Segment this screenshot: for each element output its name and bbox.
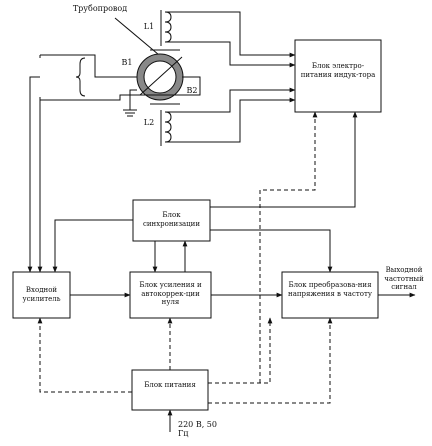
- brace-icon: [76, 58, 85, 96]
- output-signal-label: Выходной частотный сигнал: [384, 266, 424, 291]
- block-power-supply: [132, 370, 208, 410]
- coil-l2-label: L2: [143, 118, 155, 127]
- wire-l1-top: [165, 12, 296, 58]
- electrode-b2-lead: [40, 77, 200, 100]
- wire-l2-top: [165, 87, 296, 112]
- ground-lead: [130, 90, 137, 110]
- electrode-b1-lead: [40, 55, 137, 77]
- pipe-hatch: [140, 57, 182, 95]
- electrode-b1-label: B1: [121, 58, 133, 67]
- block-power-supply-label: Блок питания: [144, 381, 196, 389]
- wire-l2-bottom: [165, 97, 296, 142]
- mains-label: 220 В, 50 Гц: [178, 420, 217, 438]
- block-converter-label: Блок преобразова-ния напряжения в частот…: [288, 281, 372, 298]
- wire-l1-bottom: [165, 42, 296, 68]
- block-input-amp-label: Входной усилитель: [22, 286, 61, 303]
- pipeline-label: Трубопровод: [72, 4, 128, 13]
- coil-l1: [165, 12, 171, 42]
- coil-l1-label: L1: [143, 22, 155, 31]
- wire-sync-to-power: [210, 111, 358, 207]
- wire-b1-input: [27, 77, 40, 273]
- power-to-input: [37, 317, 132, 392]
- power-to-converter-b: [208, 317, 273, 383]
- wire-sync-to-converter: [210, 230, 333, 273]
- electrode-b2-label: B2: [186, 86, 198, 95]
- block-power-inductor: [295, 40, 381, 112]
- power-to-converter: [208, 317, 333, 403]
- block-power-inductor-label: Блок электро-питания индук-тора: [300, 62, 376, 79]
- coil-l2: [165, 112, 171, 142]
- block-amp-autocorr-label: Блок усиления и автокоррек-ции нуля: [139, 281, 202, 306]
- block-sync-label: Блок синхронизации: [142, 211, 201, 228]
- wire-sync-to-input: [52, 220, 133, 273]
- power-to-inductor: [260, 111, 318, 383]
- pipeline-pointer: [115, 18, 165, 60]
